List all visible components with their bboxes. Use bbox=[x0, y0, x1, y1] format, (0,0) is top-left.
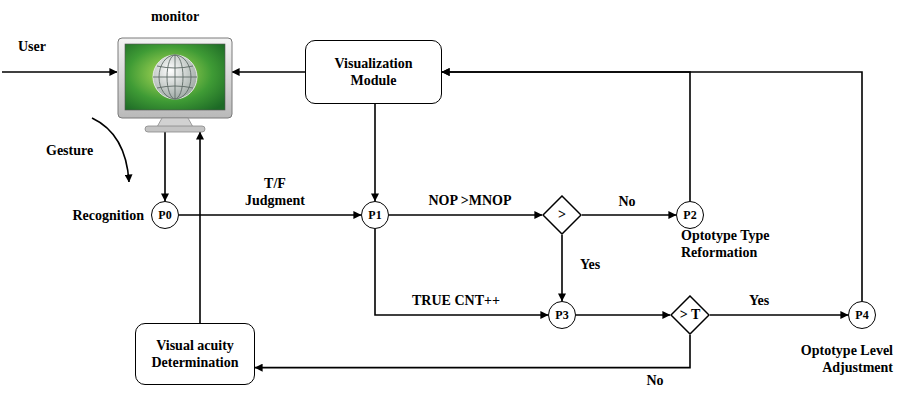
flow-arrow bbox=[576, 314, 670, 316]
monitor-node: monitor bbox=[118, 38, 232, 132]
flow-arrow bbox=[442, 72, 690, 201]
edge-label: No bbox=[610, 193, 644, 210]
node-text: Visualization Module bbox=[312, 55, 435, 89]
flow-arrow bbox=[255, 335, 690, 368]
user-arrow bbox=[2, 71, 117, 73]
flow-arrow bbox=[389, 214, 542, 216]
node-text: P1 bbox=[368, 208, 381, 223]
place-circle: P0Recognition bbox=[151, 201, 179, 229]
edge-label: NOP >MNOP bbox=[420, 192, 520, 209]
place-circle: P3 bbox=[548, 301, 576, 329]
edge-label: TRUE CNT++ bbox=[404, 292, 508, 309]
node-caption: Recognition bbox=[40, 207, 144, 224]
edge-label: T/F Judgment bbox=[237, 175, 313, 209]
flow-arrow bbox=[561, 235, 563, 301]
monitor-icon bbox=[118, 38, 232, 132]
node-text: P4 bbox=[855, 308, 868, 323]
node-text: > T bbox=[680, 307, 701, 323]
flow-arrow bbox=[375, 229, 548, 315]
decision-diamond: > bbox=[542, 195, 582, 235]
user-label: User bbox=[18, 38, 46, 55]
edge-label: Yes bbox=[571, 256, 609, 273]
gesture-label: Gesture bbox=[46, 142, 93, 159]
flow-arrow bbox=[232, 71, 305, 73]
flow-arrow bbox=[374, 104, 376, 201]
node-text: P3 bbox=[555, 308, 568, 323]
place-circle: P2Optotype Type Reformation bbox=[676, 201, 704, 229]
gesture-arrow bbox=[92, 118, 129, 182]
edge-label: Yes bbox=[740, 292, 778, 309]
edge-label: No bbox=[638, 372, 672, 389]
decision-diamond: > T bbox=[670, 295, 710, 335]
node-caption: Optotype Level Adjustment bbox=[783, 342, 893, 376]
node-text: > bbox=[558, 207, 566, 223]
node-caption: Optotype Type Reformation bbox=[681, 227, 799, 261]
flow-arrow bbox=[199, 132, 201, 323]
flow-arrow bbox=[164, 132, 166, 201]
flow-arrow bbox=[179, 214, 361, 216]
node-caption: monitor bbox=[118, 8, 232, 25]
place-circle: P1 bbox=[361, 201, 389, 229]
place-circle: P4Optotype Level Adjustment bbox=[848, 301, 876, 329]
flow-arrow bbox=[710, 314, 848, 316]
node-text: P0 bbox=[158, 208, 171, 223]
flow-arrow bbox=[582, 214, 676, 216]
node-text: P2 bbox=[683, 208, 696, 223]
node-text: Visual acuity Determination bbox=[142, 337, 248, 371]
flow-arrow bbox=[442, 72, 862, 301]
process-box: Visual acuity Determination bbox=[135, 323, 255, 385]
process-box: Visualization Module bbox=[305, 40, 442, 104]
